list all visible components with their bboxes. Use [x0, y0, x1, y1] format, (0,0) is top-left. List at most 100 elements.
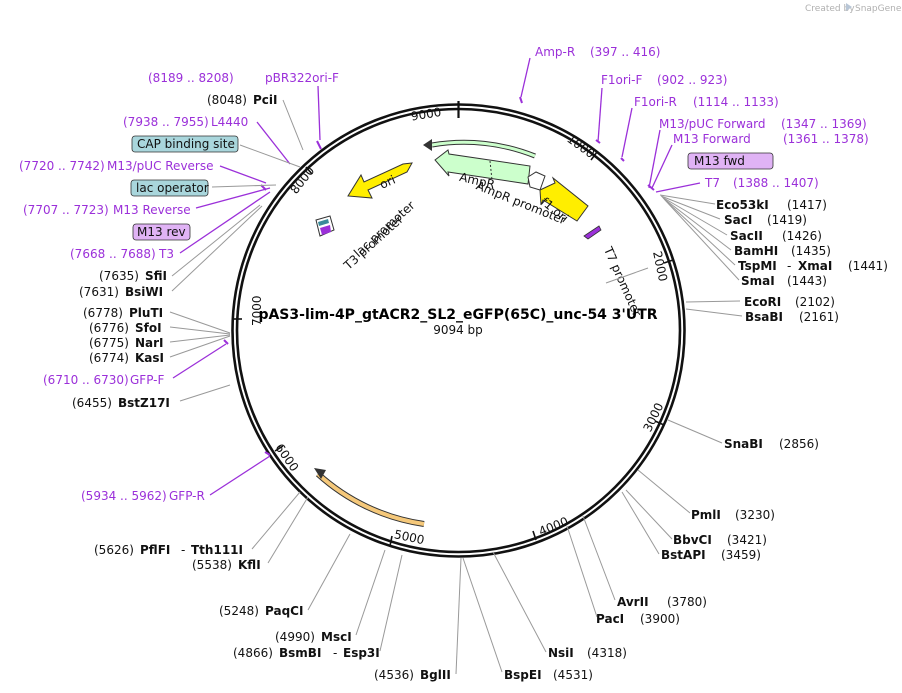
enzyme-avrii[interactable]: AvrII	[617, 595, 649, 609]
primer-lines	[172, 57, 701, 496]
enzyme-bsabi-pos: (2161)	[799, 310, 839, 324]
enzyme-smai[interactable]: SmaI	[741, 274, 775, 288]
primer-l4440[interactable]: L4440	[211, 115, 248, 129]
enzyme-bspei-pos: (4531)	[553, 668, 593, 682]
svg-text:CAP binding site: CAP binding site	[137, 137, 235, 151]
ori-label: ori	[378, 173, 398, 192]
t7-promoter-arrow	[583, 225, 602, 240]
plasmid-length: 9094 bp	[433, 323, 483, 337]
enzyme-sacii[interactable]: SacII	[730, 229, 763, 243]
primer-amp-r-range: (397 .. 416)	[590, 45, 660, 59]
primer-gfp-f[interactable]: GFP-F	[130, 373, 165, 387]
ampr-promoter-arrow	[527, 171, 546, 191]
t3-promoter-label: T3 promoter	[340, 212, 405, 273]
enzyme-nari[interactable]: NarI	[135, 336, 164, 350]
enzyme-kasi[interactable]: KasI	[135, 351, 164, 365]
primer-m13-reverse[interactable]: M13 Reverse	[113, 203, 191, 217]
enzyme-bstz17i[interactable]: BstZ17I	[118, 396, 170, 410]
primer-m13-puc-forward[interactable]: M13/pUC Forward	[659, 117, 766, 131]
primer-t7-range: (1388 .. 1407)	[733, 176, 819, 190]
enzyme-ecori[interactable]: EcoRI	[744, 295, 781, 309]
enzyme-xmai[interactable]: XmaI	[798, 259, 832, 273]
enzyme-paci-pos: (3900)	[640, 612, 680, 626]
snapgene-icon	[846, 3, 852, 11]
enzyme-bamhi[interactable]: BamHI	[734, 244, 778, 258]
svg-text:M13 rev: M13 rev	[137, 225, 186, 239]
enzyme-tspmi-sep: -	[787, 259, 791, 273]
enzyme-esp3i[interactable]: Esp3I	[343, 646, 380, 660]
enzyme-pmli[interactable]: PmlI	[691, 508, 721, 522]
primer-gfp-r-range: (5934 .. 5962)	[81, 489, 167, 503]
primer-m13-forward[interactable]: M13 Forward	[673, 132, 751, 146]
plasmid-name: pAS3-lim-4P_gtACR2_SL2_eGFP(65C)_unc-54 …	[258, 307, 657, 323]
m13-rev-box[interactable]: M13 rev	[132, 223, 191, 241]
primer-gfp-f-range: (6710 .. 6730)	[43, 373, 129, 387]
primer-m13-puc-reverse[interactable]: M13/pUC Reverse	[107, 159, 214, 173]
enzyme-sfii[interactable]: SfiI	[145, 269, 167, 283]
enzyme-pcii[interactable]: PciI	[253, 93, 278, 107]
primer-pbr322ori-f-range: (8189 .. 8208)	[148, 71, 234, 85]
tick-label-9000: 9000	[410, 105, 442, 124]
enzyme-bstapi-pos: (3459)	[721, 548, 761, 562]
enzyme-bglii[interactable]: BglII	[420, 668, 451, 682]
enzyme-tspmi[interactable]: TspMI	[738, 259, 777, 273]
primer-m13-forward-range: (1361 .. 1378)	[783, 132, 869, 146]
primer-f1ori-r[interactable]: F1ori-R	[634, 95, 677, 109]
enzyme-kasi-pos: (6774)	[89, 351, 129, 365]
primer-f1ori-f[interactable]: F1ori-F	[601, 73, 642, 87]
enzyme-ecori-pos: (2102)	[795, 295, 835, 309]
enzyme-bamhi-pos: (1435)	[791, 244, 831, 258]
enzyme-saci[interactable]: SacI	[724, 213, 752, 227]
enzyme-bsiwi-pos: (7631)	[79, 285, 119, 299]
enzyme-bsmbi-sep: -	[333, 646, 337, 660]
enzyme-sfii-pos: (7635)	[99, 269, 139, 283]
enzyme-smai-pos: (1443)	[787, 274, 827, 288]
enzyme-paqci-pos: (5248)	[219, 604, 259, 618]
ori-arrow	[347, 162, 413, 199]
primer-pbr322ori-f[interactable]: pBR322ori-F	[265, 71, 339, 85]
ampr-arrow	[434, 149, 531, 185]
tick-label-8000: 8000	[287, 164, 317, 197]
enzyme-paci[interactable]: PacI	[596, 612, 624, 626]
lac-promoter-arrow	[315, 215, 335, 237]
m13-fwd-box[interactable]: M13 fwd	[687, 152, 774, 170]
primer-amp-r[interactable]: Amp-R	[535, 45, 575, 59]
enzyme-pflfi-sep: -	[181, 543, 185, 557]
cap-binding-site-box[interactable]: CAP binding site	[131, 135, 239, 153]
primer-t7[interactable]: T7	[704, 176, 720, 190]
primer-gfp-r[interactable]: GFP-R	[169, 489, 205, 503]
ampr-arc	[423, 139, 536, 159]
enzyme-pflfi[interactable]: PflFI	[140, 543, 170, 557]
enzyme-snabi[interactable]: SnaBI	[724, 437, 763, 451]
enzyme-bstapi[interactable]: BstAPI	[661, 548, 706, 562]
enzyme-eco53ki-pos: (1417)	[787, 198, 827, 212]
svg-text:M13 fwd: M13 fwd	[694, 154, 745, 168]
primer-t3[interactable]: T3	[158, 247, 174, 261]
svg-text:lac operator: lac operator	[136, 181, 209, 195]
lac-operator-box[interactable]: lac operator	[130, 179, 209, 197]
tick-label-1000: 1000	[564, 132, 597, 161]
enzyme-bsabi[interactable]: BsaBI	[745, 310, 783, 324]
enzyme-pcii-pos: (8048)	[207, 93, 247, 107]
enzyme-msci[interactable]: MscI	[321, 630, 352, 644]
enzyme-paqci[interactable]: PaqCI	[265, 604, 303, 618]
enzyme-bsiwi[interactable]: BsiWI	[125, 285, 163, 299]
f1-ori-arrow	[539, 176, 589, 222]
enzyme-bbvci[interactable]: BbvCI	[673, 533, 712, 547]
enzyme-eco53ki[interactable]: Eco53kI	[716, 198, 769, 212]
snapgene-label: SnapGene	[855, 4, 902, 14]
enzyme-bsmbi-pos: (4866)	[233, 646, 273, 660]
enzyme-kfli[interactable]: KflI	[238, 558, 261, 572]
enzyme-tth111i[interactable]: Tth111I	[191, 543, 243, 557]
enzyme-bsmbi[interactable]: BsmBI	[279, 646, 321, 660]
enzyme-bspei[interactable]: BspEI	[504, 668, 542, 682]
ticks	[233, 151, 674, 547]
enzyme-nsii[interactable]: NsiI	[548, 646, 574, 660]
enzyme-pluti[interactable]: PluTI	[129, 306, 163, 320]
gfp-orf-arc	[314, 468, 425, 527]
enzyme-pluti-pos: (6778)	[83, 306, 123, 320]
primer-f1ori-r-range: (1114 .. 1133)	[693, 95, 779, 109]
enzyme-bbvci-pos: (3421)	[727, 533, 767, 547]
enzyme-sfoi[interactable]: SfoI	[135, 321, 162, 335]
primer-m13-reverse-range: (7707 .. 7723)	[23, 203, 109, 217]
